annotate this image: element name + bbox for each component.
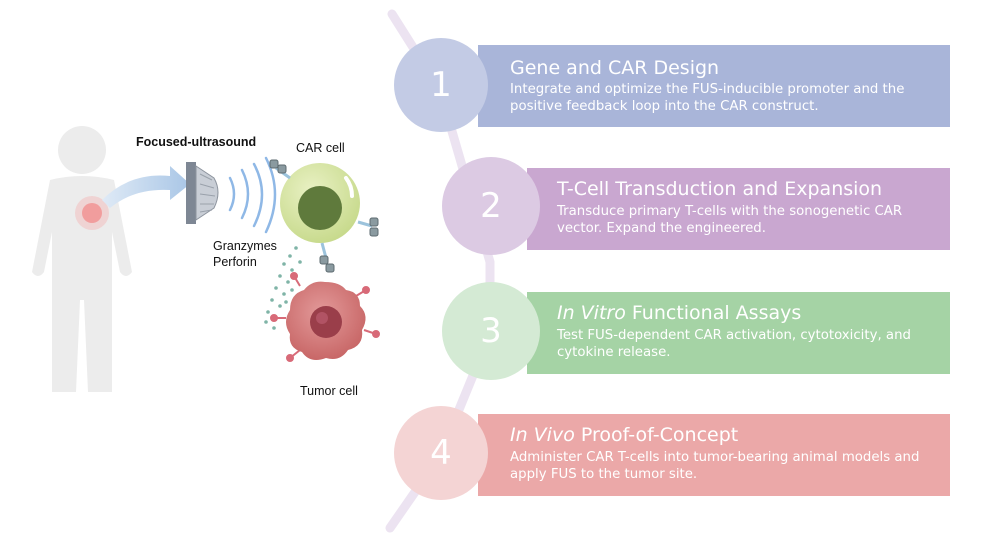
fus-car-t-illustration [32,126,380,392]
ultrasound-transducer [186,162,219,224]
perforin-label: Perforin [213,255,257,269]
step-4-bar: In Vivo Proof-of-Concept Administer CAR … [478,414,950,496]
step-2-bar: T-Cell Transduction and Expansion Transd… [527,168,950,250]
step-1-title: Gene and CAR Design [510,57,720,79]
tumor-cell-label: Tumor cell [300,384,358,398]
step-3-bar: In Vitro Functional Assays Test FUS-depe… [527,292,950,374]
focused-ultrasound-label: Focused-ultrasound [136,135,257,149]
step-3-title: In Vitro Functional Assays [557,302,802,324]
step-4-title: In Vivo Proof-of-Concept [510,424,739,446]
step-2-circle: 2 [442,157,540,255]
sound-waves [228,156,277,234]
step-1-circle: 1 [394,38,488,132]
pointer-arrow [102,166,190,208]
step-4-description: Administer CAR T-cells into tumor-bearin… [510,450,920,482]
step-2-description: Transduce primary T-cells with the sonog… [557,204,903,236]
human-figure [32,126,132,392]
step-4-circle: 4 [394,406,488,500]
step-3-circle: 3 [442,282,540,380]
car-cell [280,163,360,243]
step-1-description: Integrate and optimize the FUS-inducible… [510,82,905,114]
step-3-description: Test FUS-dependent CAR activation, cytot… [557,328,911,360]
step-2-title: T-Cell Transduction and Expansion [557,178,883,200]
car-cell-label: CAR cell [296,141,345,155]
tumor-cell [270,272,380,362]
step-1-bar: Gene and CAR Design Integrate and optimi… [478,45,950,127]
tumor-spot [82,203,102,223]
granzymes-label: Granzymes [213,239,277,253]
